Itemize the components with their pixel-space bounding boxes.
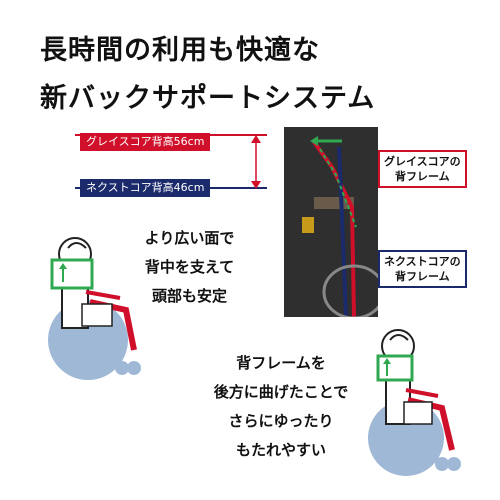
wheelchair-illustration-right	[368, 329, 461, 476]
callout-lower-line1: ネクストコアの	[384, 255, 461, 268]
caption-right: 背フレームを 後方に曲げたことで さらにゆったり もたれやすい	[196, 349, 366, 465]
caption-right-line2: 後方に曲げたことで	[213, 383, 349, 401]
upper-height-label: グレイスコア背高56cm	[80, 133, 211, 151]
lower-height-label: ネクストコア背高46cm	[80, 179, 211, 197]
caption-right-line3: さらにゆったり	[228, 412, 334, 430]
caption-left-line2: 背中を支えて	[144, 258, 235, 276]
callout-upper-frame: グレイスコアの 背フレーム	[378, 150, 467, 188]
callout-lower-line2: 背フレーム	[395, 270, 450, 283]
callout-lower-frame: ネクストコアの 背フレーム	[378, 250, 467, 288]
callout-upper-line1: グレイスコアの	[384, 155, 461, 168]
wheelchair-illustration-left	[48, 237, 141, 380]
caption-left-line3: 頭部も安定	[151, 287, 227, 305]
caption-left-line1: より広い面で	[144, 229, 235, 247]
headline-line1: 長時間の利用も快適な	[40, 35, 320, 66]
backrest-photo-illustration	[284, 127, 386, 320]
height-difference-arrow	[251, 135, 261, 189]
caption-left: より広い面で 背中を支えて 頭部も安定	[132, 224, 247, 311]
backrest-photo	[284, 127, 386, 320]
caption-right-line4: もたれやすい	[235, 441, 326, 459]
callout-upper-line2: 背フレーム	[395, 170, 450, 183]
caption-right-line1: 背フレームを	[236, 354, 326, 372]
headline-line2: 新バックサポートシステム	[40, 83, 376, 114]
